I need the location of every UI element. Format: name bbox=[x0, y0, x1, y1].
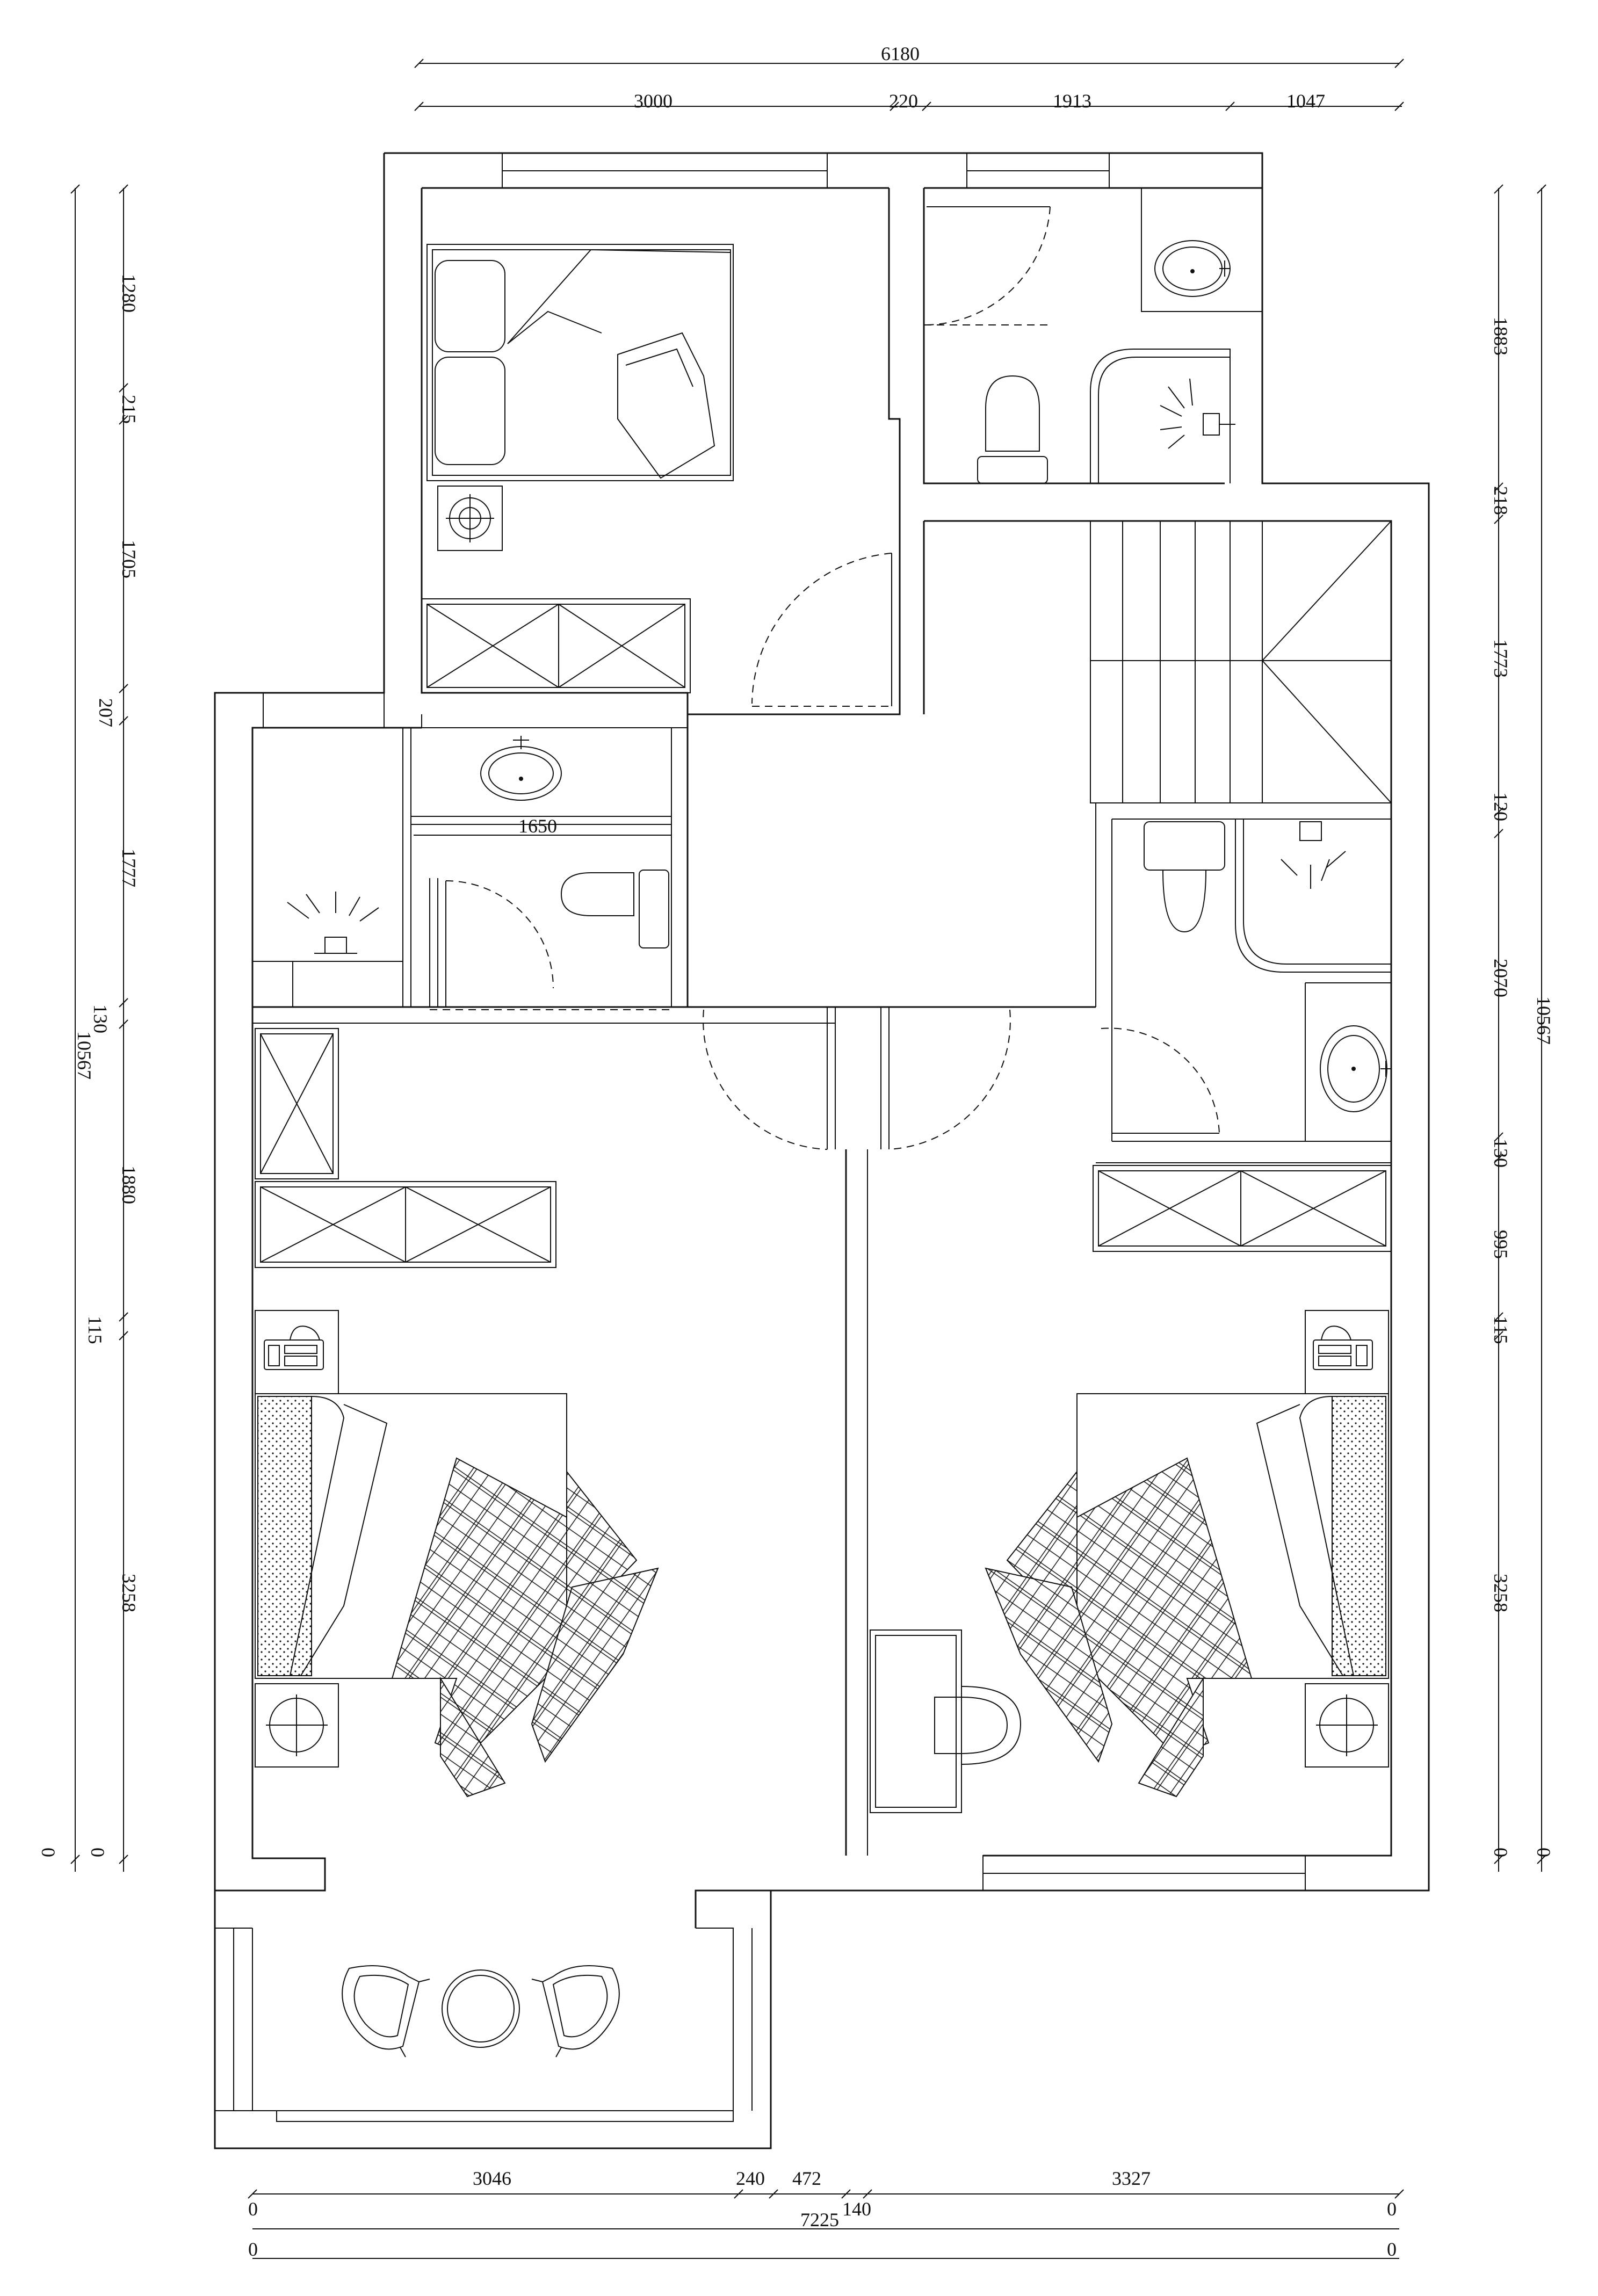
dim-left-zero-2: 0 bbox=[87, 1848, 109, 1857]
phone-icon bbox=[264, 1326, 324, 1370]
dim-bottom-zero-4: 0 bbox=[1387, 2239, 1397, 2260]
dim-right-2: 218 bbox=[1490, 486, 1512, 515]
dim-left-5: 1777 bbox=[118, 849, 140, 887]
outer-walls bbox=[214, 152, 1430, 2149]
dim-bottom-zero-2: 0 bbox=[1387, 2198, 1397, 2220]
dim-left-4: 207 bbox=[95, 698, 117, 727]
right-dimensions: 1883 218 1773 120 2070 130 995 115 3258 … bbox=[1490, 184, 1554, 1872]
right-bathroom bbox=[1144, 819, 1391, 1112]
dim-left-zero-1: 0 bbox=[38, 1848, 59, 1857]
toilet-icon bbox=[1144, 821, 1225, 933]
dim-top-seg-2: 220 bbox=[889, 90, 918, 112]
dim-left-2: 215 bbox=[118, 395, 140, 424]
desk bbox=[870, 1629, 962, 1813]
nightstand bbox=[1305, 1310, 1389, 1394]
dim-left-outer: 10567 bbox=[74, 1031, 95, 1080]
dim-top-seg-4: 1047 bbox=[1286, 90, 1325, 112]
left-dimensions: 10567 1280 215 1705 207 1777 130 1880 11… bbox=[38, 184, 140, 1872]
dim-left-8: 115 bbox=[84, 1316, 106, 1344]
wardrobe bbox=[255, 1181, 556, 1268]
left-bedroom bbox=[255, 1028, 659, 1798]
dim-bottom-seg-4: 140 bbox=[842, 2198, 871, 2220]
dim-left-6: 130 bbox=[90, 1004, 111, 1033]
dim-right-3: 1773 bbox=[1490, 639, 1512, 678]
dim-top-seg-3: 1913 bbox=[1053, 90, 1091, 112]
top-dimensions: 6180 3000 220 1913 1047 bbox=[414, 43, 1404, 112]
dim-bottom-total: 7225 bbox=[800, 2209, 839, 2230]
wardrobe bbox=[421, 598, 691, 693]
bottom-dimensions: 3046 240 472 140 3327 7225 0 0 0 0 bbox=[248, 2168, 1404, 2260]
interior-walls: 1650 bbox=[252, 188, 1391, 1856]
dim-bottom-zero-1: 0 bbox=[248, 2198, 258, 2220]
nightstand bbox=[255, 1310, 339, 1394]
dim-bottom-seg-1: 3046 bbox=[473, 2168, 511, 2189]
top-bathroom bbox=[977, 187, 1263, 484]
pillow bbox=[1332, 1396, 1386, 1676]
balcony-furniture bbox=[342, 1965, 620, 2058]
double-bed bbox=[426, 244, 734, 481]
dim-left-7: 1880 bbox=[118, 1165, 140, 1204]
dim-right-5: 2070 bbox=[1490, 959, 1512, 997]
phone-icon bbox=[1313, 1326, 1373, 1370]
dim-bottom-seg-2: 240 bbox=[736, 2168, 765, 2189]
dim-bottom-seg-5: 3327 bbox=[1112, 2168, 1151, 2189]
toilet-icon bbox=[977, 375, 1048, 484]
dim-right-1: 1883 bbox=[1490, 317, 1512, 356]
chair-icon bbox=[934, 1686, 1022, 1765]
dim-top-seg-1: 3000 bbox=[634, 90, 673, 112]
dim-left-3: 1705 bbox=[118, 540, 140, 578]
sink-icon bbox=[480, 746, 562, 801]
round-table bbox=[442, 1969, 520, 2048]
shower-icon bbox=[1160, 378, 1235, 449]
dim-bottom-seg-3: 472 bbox=[792, 2168, 821, 2189]
nightstand bbox=[255, 1683, 339, 1768]
pillow bbox=[257, 1396, 312, 1676]
dim-right-8: 115 bbox=[1490, 1316, 1512, 1344]
armchair-icon bbox=[342, 1965, 430, 2058]
pillow bbox=[435, 260, 505, 352]
dim-right-6: 130 bbox=[1490, 1139, 1512, 1168]
top-bedroom bbox=[421, 244, 734, 693]
dim-right-outer: 10567 bbox=[1533, 996, 1554, 1045]
left-bathroom bbox=[287, 736, 669, 954]
dim-inner-bath: 1650 bbox=[518, 815, 557, 837]
dim-left-1: 1280 bbox=[118, 274, 140, 313]
toilet-icon bbox=[560, 870, 669, 948]
dim-right-4: 120 bbox=[1490, 792, 1512, 821]
dim-right-zero-2: 0 bbox=[1533, 1848, 1554, 1857]
doors bbox=[445, 206, 1220, 1150]
nightstand bbox=[437, 486, 503, 551]
sink-icon bbox=[1154, 240, 1231, 297]
nightstand bbox=[1305, 1683, 1389, 1768]
shower-icon bbox=[287, 892, 379, 954]
armchair-icon bbox=[531, 1965, 620, 2058]
staircase bbox=[1090, 520, 1392, 803]
dim-bottom-zero-3: 0 bbox=[248, 2239, 258, 2260]
shower-icon bbox=[1281, 821, 1346, 889]
right-bedroom bbox=[870, 1165, 1392, 1813]
wardrobe bbox=[1093, 1165, 1392, 1252]
dim-right-9: 3258 bbox=[1490, 1574, 1512, 1612]
dim-left-9: 3258 bbox=[118, 1574, 140, 1612]
pillow bbox=[435, 357, 505, 465]
dim-top-total: 6180 bbox=[881, 43, 920, 64]
dim-right-zero-1: 0 bbox=[1490, 1848, 1512, 1857]
tall-cabinet bbox=[255, 1028, 339, 1179]
dim-right-7: 995 bbox=[1490, 1230, 1512, 1259]
